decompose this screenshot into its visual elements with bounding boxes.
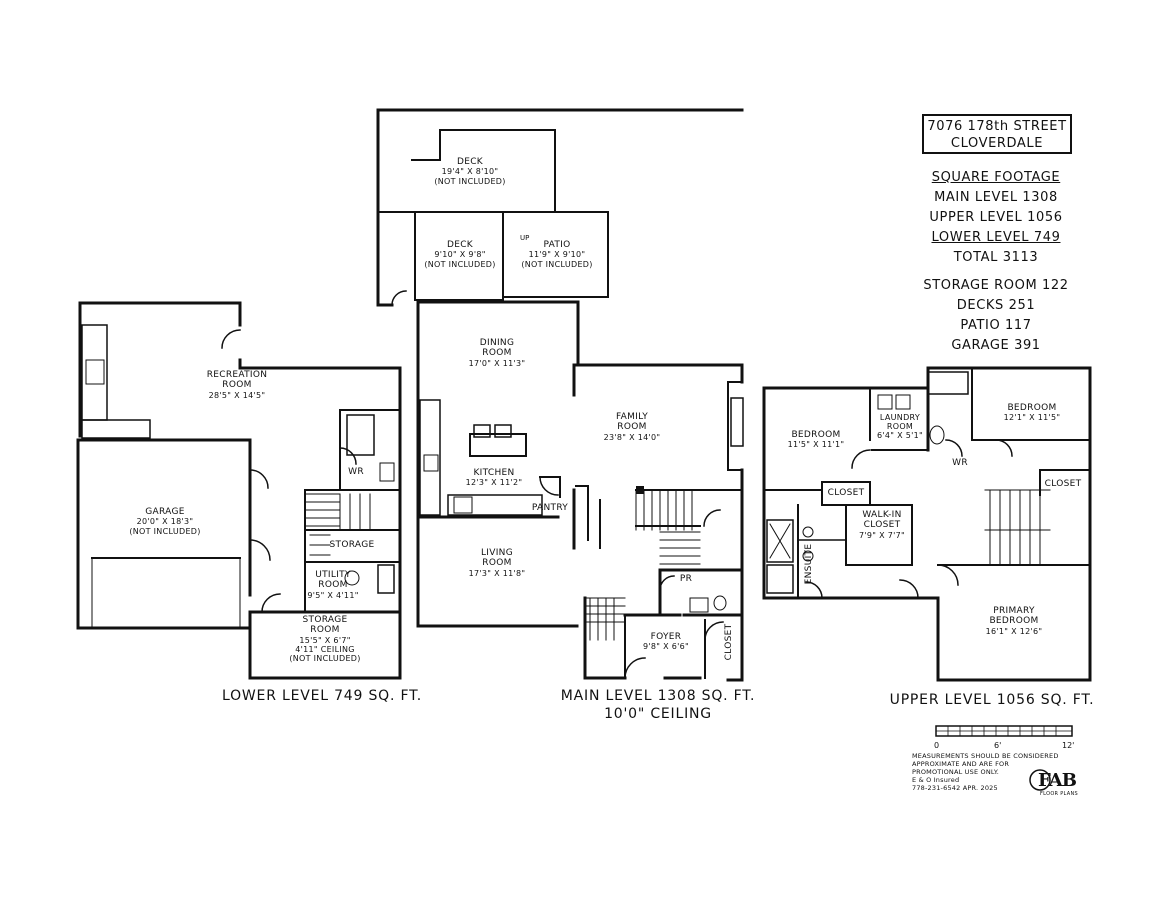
room-living: LIVING ROOM 17'3" X 11'8"	[468, 548, 526, 578]
disclaimer-line-4: E & O Insured	[912, 776, 960, 784]
extras-storage: STORAGE ROOM 122	[923, 278, 1069, 293]
address-line2: CLOVERDALE	[950, 136, 1044, 151]
disclaimer-line-2: APPROXIMATE AND ARE FOR	[912, 760, 1010, 768]
scale-tick-6: 6'	[994, 741, 1002, 750]
upper-level-title: UPPER LEVEL 1056 SQ. FT.	[889, 692, 1095, 708]
sqft-total: TOTAL 3113	[953, 250, 1039, 265]
room-kitchen: KITCHEN 12'3" X 11'2"	[465, 468, 523, 488]
fab-logo: FAB	[1038, 770, 1077, 791]
stairs-up-label: UP	[520, 234, 530, 242]
room-bedroom-2: BEDROOM 12'1" X 11'5"	[1003, 403, 1061, 423]
main-level-title: MAIN LEVEL 1308 SQ. FT. 10'0" CEILING	[561, 688, 755, 723]
room-family: FAMILY ROOM 23'8" X 14'0"	[603, 412, 661, 442]
square-footage-summary: SQUARE FOOTAGE MAIN LEVEL 1308 UPPER LEV…	[929, 168, 1062, 268]
room-dining: DINING ROOM 17'0" X 11'3"	[468, 338, 526, 368]
upper-level-walls	[762, 366, 1092, 682]
room-primary-bedroom: PRIMARY BEDROOM 16'1" X 12'6"	[985, 606, 1043, 636]
room-pr: PR	[679, 574, 693, 584]
room-wr-upper: WR	[952, 458, 968, 468]
fab-logo-subtitle: FLOOR PLANS	[1040, 791, 1078, 797]
scale-tick-0: 0	[934, 741, 940, 750]
disclaimer-line-1: MEASUREMENTS SHOULD BE CONSIDERED	[912, 752, 1059, 760]
disclaimer: MEASUREMENTS SHOULD BE CONSIDERED APPROX…	[912, 752, 1059, 792]
main-level-ceiling: 10'0" CEILING	[604, 705, 712, 722]
room-utility: UTILITY ROOM 9'5" X 4'11"	[307, 570, 359, 600]
room-closet-upper-2: CLOSET	[1044, 479, 1082, 489]
logo-mark	[1029, 769, 1051, 791]
sqft-main: MAIN LEVEL 1308	[934, 190, 1058, 205]
main-level-area: MAIN LEVEL 1308 SQ. FT.	[560, 688, 756, 704]
room-closet-main: CLOSET	[724, 623, 734, 661]
disclaimer-line-5: 778-231-6542 APR. 2025	[912, 784, 998, 792]
extras-summary: STORAGE ROOM 122 DECKS 251 PATIO 117 GAR…	[923, 276, 1068, 356]
extras-patio: PATIO 117	[960, 318, 1032, 333]
address-box: 7076 178th STREET CLOVERDALE	[922, 114, 1072, 154]
room-walkin-closet: WALK-IN CLOSET 7'9" X 7'7"	[859, 510, 905, 540]
sqft-lower: LOWER LEVEL 749	[931, 230, 1061, 245]
address-line1: 7076 178th STREET	[927, 119, 1067, 134]
room-storage-room: STORAGE ROOM 15'5" X 6'7" 4'11" CEILING …	[289, 615, 361, 664]
extras-garage: GARAGE 391	[951, 338, 1041, 353]
room-patio: PATIO 11'9" X 9'10" (NOT INCLUDED)	[521, 240, 593, 269]
scale-bar	[935, 725, 1073, 737]
extras-decks: DECKS 251	[956, 298, 1036, 313]
lower-level-walls	[76, 301, 402, 680]
scale-tick-12: 12'	[1062, 741, 1075, 750]
room-recreation: RECREATION ROOM 28'5" X 14'5"	[206, 370, 268, 400]
room-closet-upper-1: CLOSET	[827, 488, 865, 498]
room-ensuite: ENSUITE	[804, 543, 814, 585]
room-foyer: FOYER 9'8" X 6'6"	[643, 632, 689, 652]
room-laundry: LAUNDRY ROOM 6'4" X 5'1"	[877, 413, 923, 441]
room-wr-lower: WR	[348, 467, 364, 477]
room-bedroom-1: BEDROOM 11'5" X 11'1"	[787, 430, 845, 450]
disclaimer-line-3: PROMOTIONAL USE ONLY.	[912, 768, 999, 776]
sqft-heading: SQUARE FOOTAGE	[931, 170, 1061, 185]
room-deck-top: DECK 19'4" X 8'10" (NOT INCLUDED)	[434, 157, 506, 186]
room-pantry: PANTRY	[531, 503, 569, 513]
room-garage: GARAGE 20'0" X 18'3" (NOT INCLUDED)	[129, 507, 201, 536]
room-storage-small: STORAGE	[329, 540, 375, 550]
main-level-walls	[376, 108, 744, 682]
sqft-upper: UPPER LEVEL 1056	[929, 210, 1063, 225]
lower-level-title: LOWER LEVEL 749 SQ. FT.	[221, 688, 423, 704]
room-deck-small: DECK 9'10" X 9'8" (NOT INCLUDED)	[424, 240, 496, 269]
